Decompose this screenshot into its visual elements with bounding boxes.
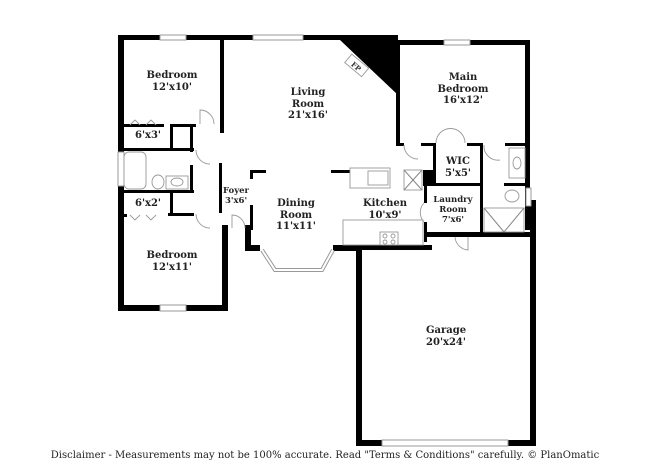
bifold-closet2 — [129, 214, 157, 221]
window-living — [252, 34, 304, 41]
toilet-bath1 — [151, 174, 165, 190]
room-kitchen: Kitchen 10'x9' — [362, 198, 408, 221]
wall-laundry-left-b — [424, 222, 427, 242]
wall-wic-bottom — [433, 183, 483, 186]
window-main-bath — [525, 187, 532, 207]
room-foyer: Foyer 3'x6' — [222, 186, 250, 206]
door-bedroom1 — [199, 109, 215, 125]
window-bath — [117, 151, 125, 187]
wall-top-left — [118, 35, 348, 40]
garage-door — [381, 439, 509, 447]
wall-linen1 — [190, 124, 193, 152]
window-bedroom2 — [159, 304, 187, 312]
wall-bath-top — [124, 148, 194, 151]
kitchen-sink — [367, 170, 389, 186]
wall-main-bottom-b — [421, 143, 435, 146]
bifold-closet1 — [129, 119, 157, 126]
door-wic — [435, 128, 466, 144]
wall-bath-right — [190, 165, 193, 193]
door-bedroom2 — [195, 213, 211, 229]
door-front — [231, 214, 246, 229]
wall-wic-right — [480, 143, 483, 235]
wall-closet1-top — [124, 124, 164, 127]
wall-garage-left — [356, 245, 362, 445]
wall-main-bottom-a — [396, 143, 404, 146]
wall-hall-right — [219, 163, 222, 213]
fireplace-hearth — [344, 53, 370, 78]
stove — [379, 231, 399, 246]
wall-bedroom1-right — [220, 40, 224, 133]
door-garage — [454, 236, 469, 251]
room-main-bedroom: Main Bedroom 16'x12' — [437, 72, 489, 106]
room-bedroom-2: Bedroom 12'x11' — [146, 250, 198, 273]
wall-closet2-div — [170, 190, 173, 215]
room-closet-1: 6'x3' — [134, 130, 162, 141]
wall-right-main — [525, 40, 530, 230]
room-bedroom-1: Bedroom 12'x10' — [146, 70, 198, 93]
wall-main-left — [396, 40, 400, 145]
door-bath — [195, 149, 211, 165]
wall-dining-left — [250, 205, 253, 230]
disclaimer-text: Disclaimer - Measurements may not be 100… — [50, 450, 600, 461]
wall-laundry-left-a — [424, 185, 427, 203]
wall-bath-bottom — [124, 190, 194, 193]
window-main-bedroom — [443, 39, 471, 46]
wall-bath-main-div — [504, 183, 528, 186]
door-laundry — [419, 202, 425, 223]
wall-bedroom2-right — [222, 225, 228, 311]
room-closet-2: 6'x2' — [134, 198, 162, 209]
wall-garage-bottom-right — [508, 440, 536, 446]
door-main — [403, 144, 419, 160]
wall-closet2-bottom — [168, 213, 194, 216]
wall-kitchen-bottom — [340, 245, 432, 250]
room-wic: WIC 5'x5' — [444, 156, 472, 179]
wall-wic-left — [433, 143, 436, 185]
room-garage: Garage 20'x24' — [425, 325, 467, 348]
wall-dining-left-base — [245, 245, 260, 251]
door-main-bath — [483, 144, 501, 161]
wall-dining-top-left — [250, 170, 266, 173]
fireplace-chimney — [340, 40, 398, 95]
wall-column — [423, 170, 435, 186]
wall-dining-top-left-v — [250, 170, 253, 179]
wall-closet1-top-b — [170, 124, 196, 127]
wall-garage-bottom-left — [356, 440, 384, 446]
wall-main-bottom-d — [505, 143, 527, 146]
room-living: Living Room 21'x16' — [288, 87, 328, 121]
wall-garage-right — [530, 200, 536, 446]
shower — [483, 207, 525, 233]
room-dining: Dining Room 11'x11' — [276, 198, 316, 232]
window-bedroom1 — [159, 34, 187, 41]
wall-foyer-right — [245, 225, 251, 250]
wall-top-living — [340, 35, 398, 40]
wall-closet1-div — [170, 124, 173, 150]
room-laundry: Laundry Room 7'x6' — [433, 195, 473, 225]
bathtub — [123, 151, 147, 190]
wall-main-bottom-c — [467, 143, 483, 146]
toilet-main-bath — [504, 189, 520, 203]
wall-closet2-stub — [124, 214, 127, 217]
